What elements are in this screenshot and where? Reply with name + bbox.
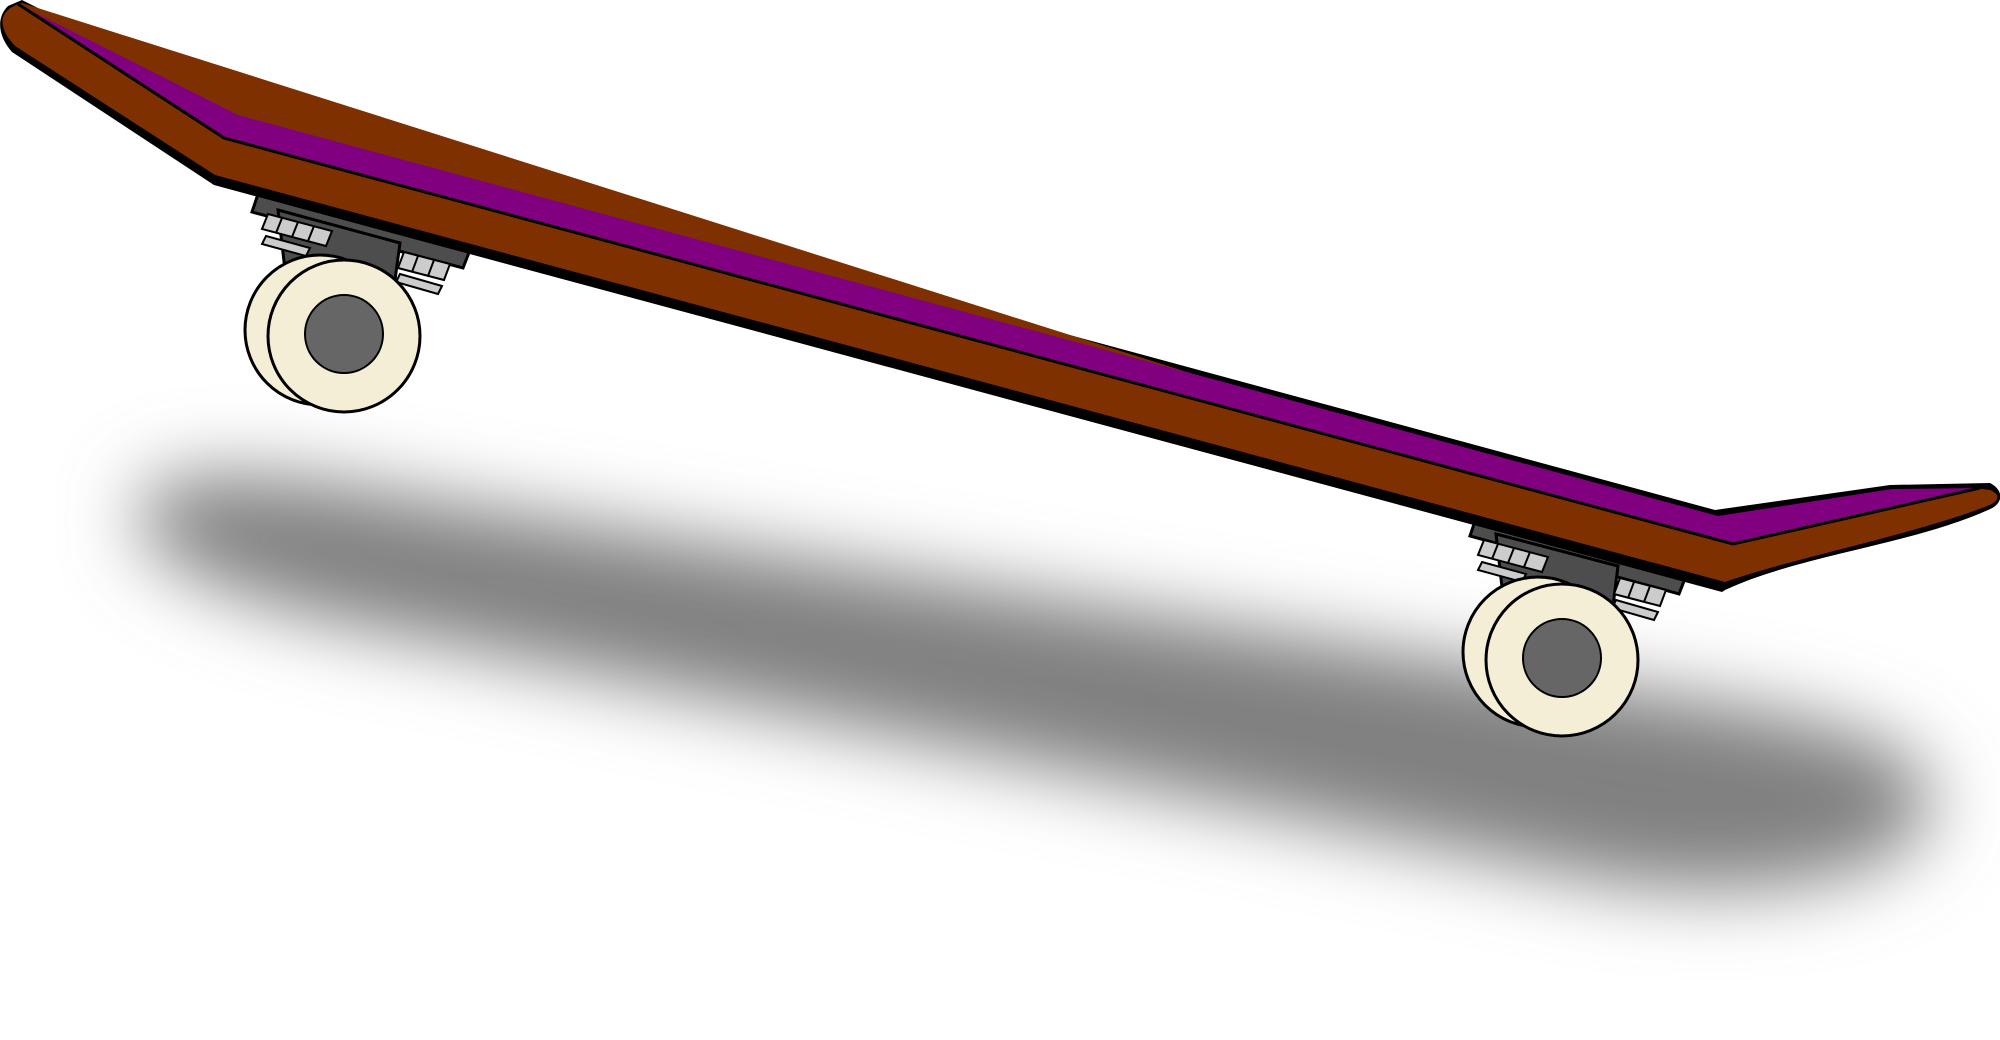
ground-shadow bbox=[138, 475, 1932, 889]
front-wheels bbox=[243, 253, 422, 414]
rear-wheels bbox=[1461, 575, 1640, 738]
wheel-hub bbox=[1522, 618, 1602, 698]
front-truck bbox=[250, 192, 473, 296]
deck-wood bbox=[2, 3, 1998, 582]
wheel-hub bbox=[304, 294, 384, 374]
deck-edge-line bbox=[17, 2, 1981, 546]
kingpin-bolts bbox=[260, 212, 452, 296]
kingpin-bolts bbox=[1476, 538, 1668, 622]
skateboard-deck bbox=[0, 0, 2000, 592]
